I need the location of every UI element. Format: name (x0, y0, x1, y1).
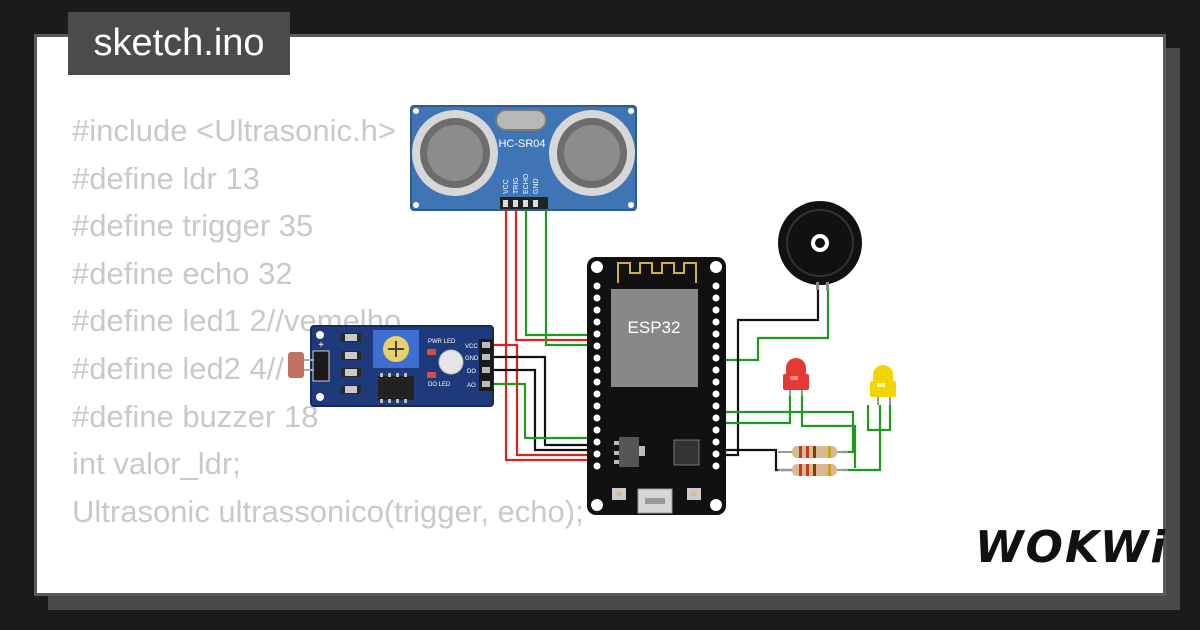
yellow-led[interactable] (870, 365, 896, 405)
code-line: #define trigger 35 (72, 208, 314, 244)
code-line: void setup() { (72, 583, 584, 593)
wokwi-logo: WOKWi (975, 522, 1168, 573)
code-line: #include <Ultrasonic.h> (72, 113, 396, 148)
pin-header-left (593, 282, 601, 470)
ultrasonic-sensor[interactable]: HC-SR04 VCC TRIG ECHO GND (410, 105, 637, 211)
ultrasonic-label: HC-SR04 (498, 138, 545, 150)
code-line: Ultrasonic ultrassonico(trigger, echo); (72, 493, 584, 529)
pin-label: AO (467, 383, 476, 389)
code-editor: #include <Ultrasonic.h> #define ldr 13 #… (72, 107, 584, 593)
transducer-left (412, 110, 498, 196)
comparator-chip (378, 376, 414, 400)
transducer-right (549, 110, 635, 196)
file-tab[interactable]: sketch.ino (68, 12, 290, 75)
pin-label: GND (533, 178, 540, 194)
do-led-label: DO LED (428, 382, 451, 388)
resistor-2[interactable] (778, 464, 848, 476)
pin-label: VCC (503, 179, 510, 194)
esp32-module (611, 289, 698, 387)
photoresistor (288, 352, 304, 378)
code-line: #define buzzer 18 (72, 398, 319, 434)
pin-label: TRIG (513, 177, 520, 194)
wires (493, 210, 892, 472)
buzzer[interactable] (778, 201, 862, 290)
code-line: #define ldr 13 (72, 160, 260, 196)
code-line: #define led2 4// (72, 350, 285, 386)
pin-label: VCC (465, 344, 478, 350)
esp32-label: ESP32 (628, 318, 681, 337)
code-line: int valor_ldr; (72, 446, 241, 482)
pin-label: GND (465, 356, 479, 362)
pin-label: DO (467, 369, 476, 375)
code-line: #define echo 32 (72, 255, 293, 291)
svg-text:+: + (318, 340, 324, 351)
esp32-board[interactable]: ESP32 (587, 257, 726, 515)
pin-label: ECHO (523, 173, 530, 194)
resistor-1[interactable] (778, 446, 848, 458)
red-led[interactable] (783, 358, 809, 396)
pwr-led-label: PWR LED (428, 339, 456, 345)
pin-header-right (712, 282, 720, 470)
ldr-module[interactable]: + PWR LED DO LED VCC GND DO AO (288, 325, 494, 407)
